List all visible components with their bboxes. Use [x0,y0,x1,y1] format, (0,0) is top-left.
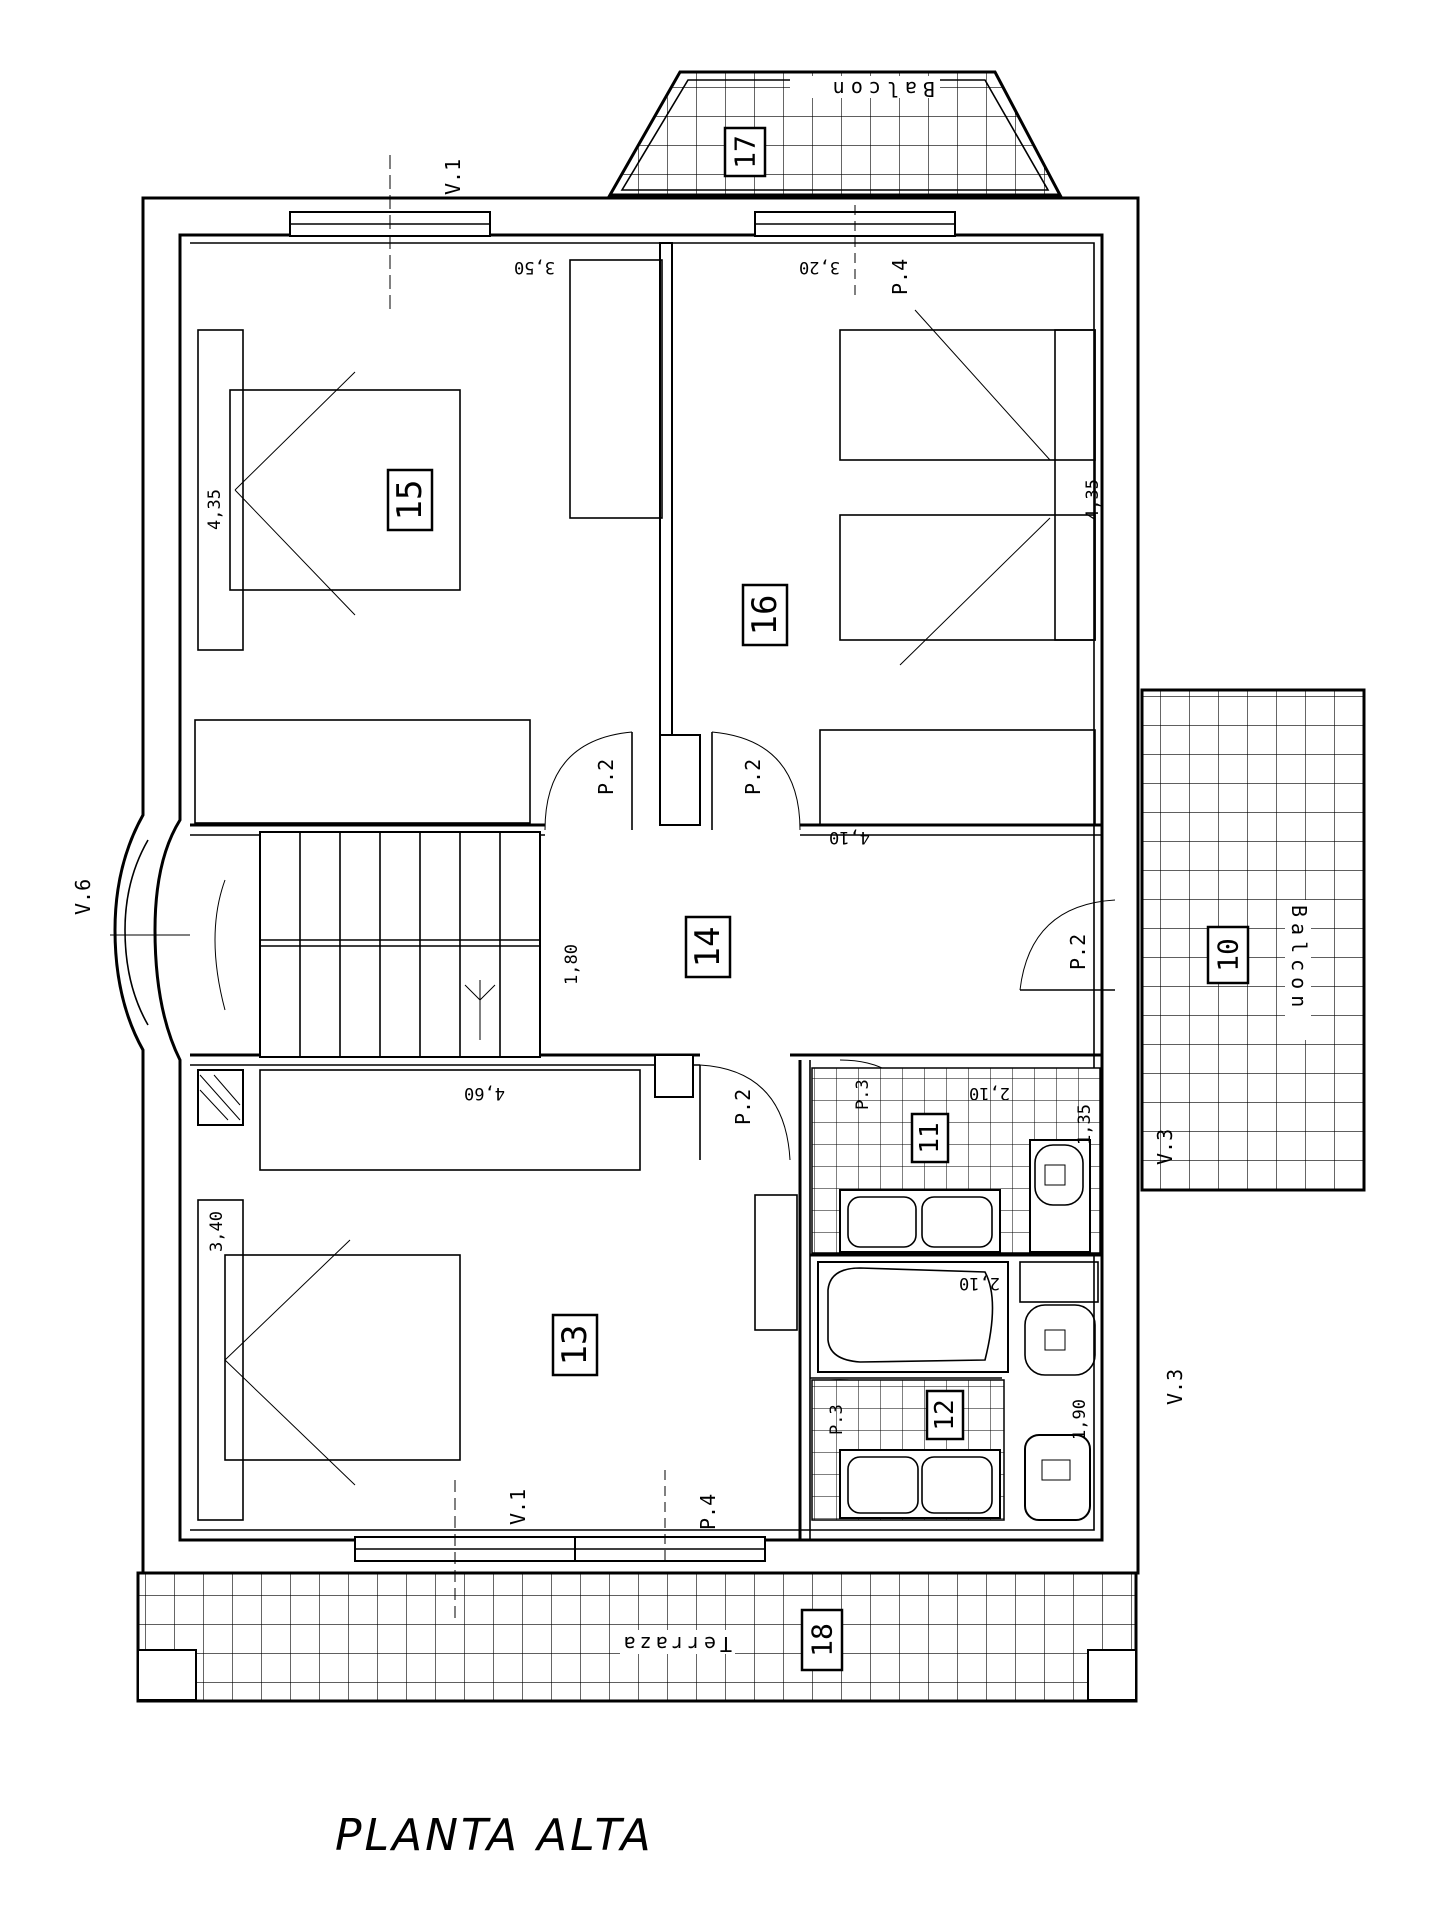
dim-180: 1,80 [562,944,582,985]
door-label-p2-c: P.2 [1066,934,1090,970]
staircase [214,831,541,1058]
balcony-right-label: Balcon [1287,905,1311,1013]
door-label-p4-b: P.4 [696,1494,720,1530]
dim-320: 3,20 [799,257,840,277]
door-label-p2-a: P.2 [594,759,618,795]
room-18-label: 18 [806,1623,839,1657]
dim-435-b: 4,35 [1083,479,1103,520]
dimension-labels: 3,50 3,20 4,35 4,35 4,10 1,80 4,60 3,40 … [205,257,1103,1440]
dim-435-a: 4,35 [205,489,225,530]
room-labels: 15 16 14 13 11 12 10 17 [386,126,1250,1672]
balcony-top-label: Balcon [827,77,935,101]
door-label-p3-a: P.3 [853,1079,873,1110]
door-label-p3-b: P.3 [827,1404,847,1435]
dim-340: 3,40 [207,1211,227,1252]
balcony-17 [607,70,1063,197]
window-label-v1-bottom: V.1 [506,1489,530,1525]
window-label-v3-a: V.3 [1153,1129,1177,1165]
door-label-p2-d: P.2 [731,1089,755,1125]
balcony-labels: Balcon Balcon Terraza [620,76,1311,1656]
wardrobes [194,259,1096,1331]
room-14-label: 14 [688,927,728,968]
dim-135: 1,35 [1075,1104,1095,1145]
room-16-label: 16 [745,595,785,636]
dim-210-a: 2,10 [969,1083,1010,1103]
door-label-p4-a: P.4 [888,259,912,295]
window-labels: V.1 V.1 V.3 V.3 V.6 [71,159,1187,1525]
room-12-label: 12 [930,1399,960,1430]
plan-title: PLANTA ALTA [335,1810,654,1861]
door-labels: P.2 P.2 P.2 P.2 P.3 P.3 P.4 P.4 [594,259,1090,1530]
terrace-label: Terraza [620,1632,732,1656]
dim-210-b: 2,10 [959,1273,1000,1293]
dim-460: 4,60 [464,1083,505,1103]
room-13-label: 13 [555,1325,595,1366]
room-10-label: 10 [1212,938,1245,972]
dim-190: 1,90 [1070,1399,1090,1440]
outer-walls [113,196,1140,1575]
bottom-windows [354,1470,766,1620]
fixtures [817,1139,1099,1521]
window-label-v6: V.6 [71,879,95,915]
door-label-p2-b: P.2 [741,759,765,795]
dim-410: 4,10 [829,827,870,847]
room-11-label: 11 [915,1122,945,1153]
room-17-label: 17 [729,135,762,169]
top-windows [289,155,956,310]
balcony-10 [1140,688,1366,1192]
beds [197,309,1096,1521]
dim-350: 3,50 [514,257,555,277]
bay-window [110,839,190,1026]
window-label-v3-b: V.3 [1163,1369,1187,1405]
room-15-label: 15 [390,480,430,521]
window-label-v1-top: V.1 [441,159,465,195]
